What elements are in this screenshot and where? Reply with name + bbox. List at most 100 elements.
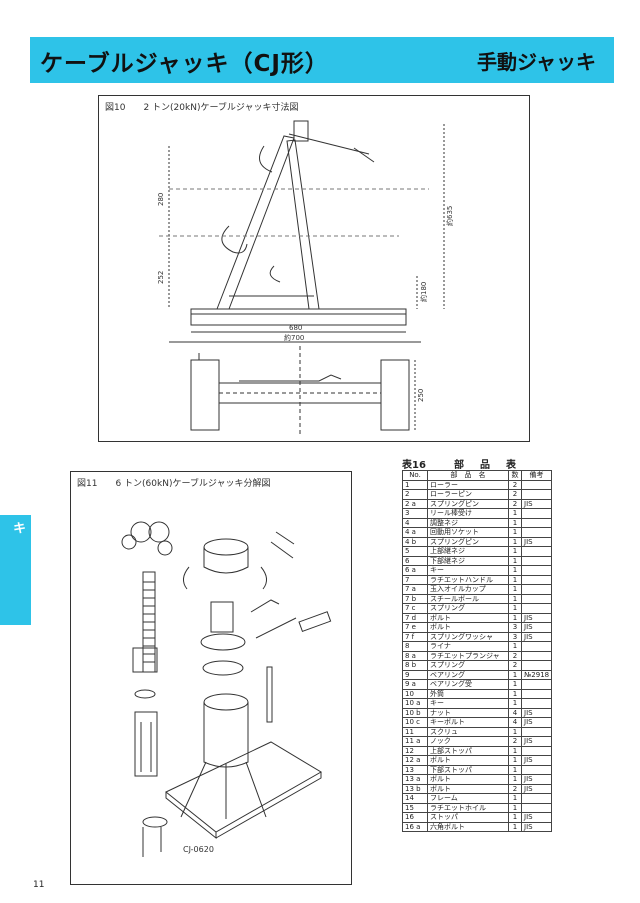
- cell-name: 上部継ネジ: [427, 546, 509, 557]
- cell-qty: 1: [508, 793, 522, 804]
- cell-name: ボルト: [427, 774, 509, 785]
- cell-name: ラチエットホイル: [427, 802, 509, 813]
- cell-name: ボルト: [427, 755, 509, 766]
- dim-label: 約180: [419, 282, 428, 302]
- cell-name: ボルト: [427, 622, 509, 633]
- cell-qty: 2: [508, 736, 522, 747]
- table-name: 部 品 表: [454, 460, 519, 471]
- cell-name: スプリングピン: [427, 536, 509, 547]
- cell-remarks: [520, 745, 553, 756]
- cell-qty: 1: [508, 565, 522, 576]
- cell-qty: 2: [508, 479, 522, 490]
- cell-name: フレーム: [427, 793, 509, 804]
- cell-name: ライナ: [427, 641, 509, 652]
- cell-qty: 1: [508, 764, 522, 775]
- cell-name: ラチエットプランジャ: [427, 650, 509, 661]
- side-section-tab: ケーブルジャッキ: [0, 515, 44, 625]
- cell-name: 調整ネジ: [427, 517, 509, 528]
- figure-10-svg: 280 252 約635 約180 680 約700 250: [157, 120, 454, 436]
- cell-remarks: [520, 546, 553, 557]
- cell-name: スプリングワッシャ: [427, 631, 509, 642]
- cell-no: 4 b: [402, 536, 428, 547]
- figure-11-caption: 図11 6 トン(60kN)ケーブルジャッキ分解図: [77, 479, 271, 489]
- cell-no: 6: [402, 555, 428, 566]
- cell-name: キーボルト: [427, 717, 509, 728]
- cell-no: 13 a: [402, 774, 428, 785]
- cell-qty: 1: [508, 821, 522, 832]
- cell-remarks: [520, 688, 553, 699]
- cell-qty: 1: [508, 603, 522, 614]
- cell-name: 下部ストッパ: [427, 764, 509, 775]
- cell-name: ノック: [427, 736, 509, 747]
- cell-name: 外筒: [427, 688, 509, 699]
- cell-name: ローラー: [427, 479, 509, 490]
- cell-remarks: [520, 479, 553, 490]
- cell-no: 11 a: [402, 736, 428, 747]
- cell-no: 10 a: [402, 698, 428, 709]
- cell-qty: 1: [508, 555, 522, 566]
- cell-name: ストッパ: [427, 812, 509, 823]
- cell-no: 8: [402, 641, 428, 652]
- col-header-name: 部 品 名: [427, 470, 509, 481]
- cell-no: 9: [402, 669, 428, 680]
- dim-label: 280: [157, 193, 165, 206]
- cell-no: 4 a: [402, 527, 428, 538]
- cell-name: スプリング: [427, 660, 509, 671]
- cell-no: 7 d: [402, 612, 428, 623]
- figure-11-exploded-view: 図11 6 トン(60kN)ケーブルジャッキ分解図: [70, 471, 352, 885]
- cell-no: 11: [402, 726, 428, 737]
- cell-remarks: [520, 793, 553, 804]
- cell-name: 六角ボルト: [427, 821, 509, 832]
- cell-no: 2: [402, 489, 428, 500]
- cell-qty: 1: [508, 679, 522, 690]
- figure-10-dimension-drawing: 図10 2 トン(20kN)ケーブルジャッキ寸法図: [98, 95, 530, 442]
- dim-label: 約635: [445, 206, 454, 226]
- side-tab-label: ケーブルジャッキ: [10, 521, 44, 619]
- cell-name: スチールボール: [427, 593, 509, 604]
- cell-name: ボルト: [427, 783, 509, 794]
- dim-label: 680: [289, 324, 302, 332]
- cell-name: 玉入オイルカップ: [427, 584, 509, 595]
- dim-label: 約700: [284, 333, 304, 342]
- cell-remarks: [520, 641, 553, 652]
- figure-11-svg: CJ-0620: [121, 521, 332, 857]
- cell-remarks: [520, 574, 553, 585]
- cell-no: 12: [402, 745, 428, 756]
- cell-name: ローラーピン: [427, 489, 509, 500]
- cell-qty: 1: [508, 774, 522, 785]
- cell-remarks: [520, 555, 553, 566]
- cell-qty: 1: [508, 508, 522, 519]
- cell-qty: 2: [508, 650, 522, 661]
- cell-no: 14: [402, 793, 428, 804]
- cell-remarks: [520, 584, 553, 595]
- cell-no: 13 b: [402, 783, 428, 794]
- figure-11-code: CJ-0620: [183, 845, 214, 854]
- cell-no: 16: [402, 812, 428, 823]
- cell-remarks: [520, 517, 553, 528]
- cell-no: 10 c: [402, 717, 428, 728]
- cell-qty: 1: [508, 688, 522, 699]
- cell-name: スクリュ: [427, 726, 509, 737]
- cell-remarks: JIS: [520, 755, 553, 766]
